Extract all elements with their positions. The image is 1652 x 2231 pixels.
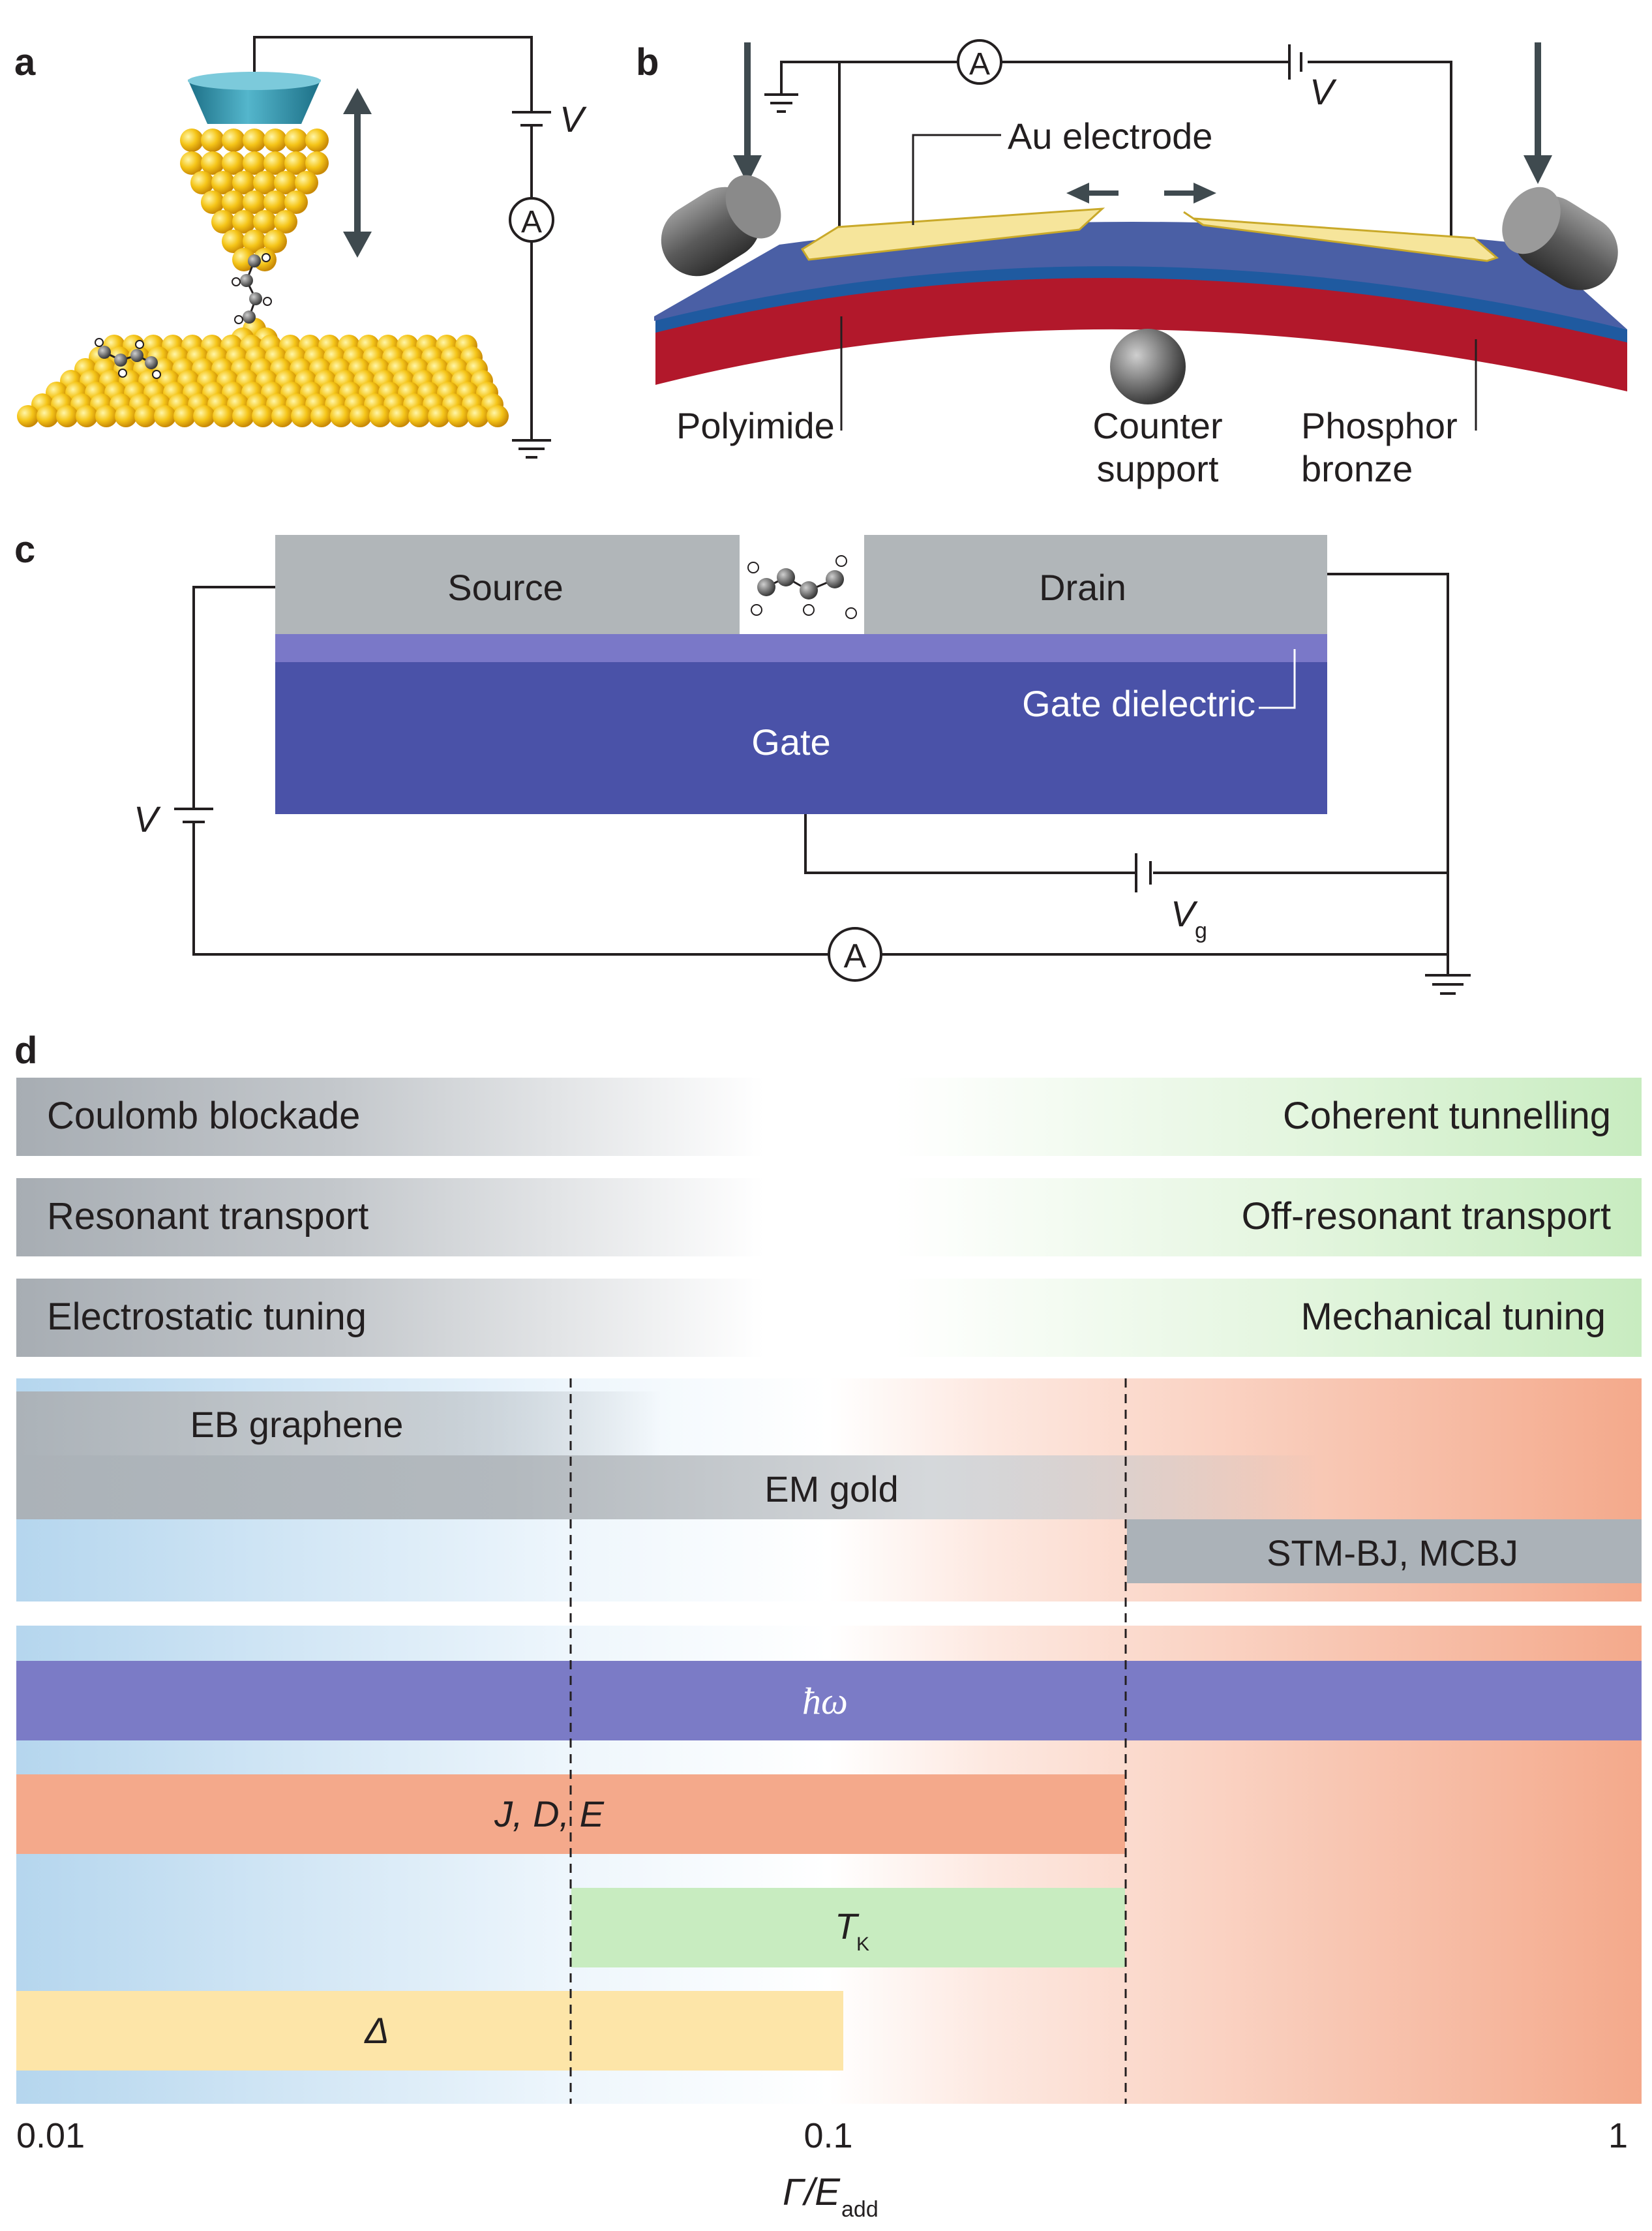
regime-row-2 xyxy=(16,1178,1642,1256)
kondo-label: T xyxy=(835,1905,860,1947)
regime-row-3 xyxy=(16,1279,1642,1357)
panel-b-battery xyxy=(1288,44,1302,80)
tick-label-1: 1 xyxy=(1608,2116,1628,2155)
panel-a-circuit-wire xyxy=(253,36,533,440)
counter-support-icon xyxy=(1110,329,1186,404)
electrostatic-tuning-label: Electrostatic tuning xyxy=(47,1296,367,1338)
em-gold-label: EM gold xyxy=(764,1468,898,1510)
panel-c-circuit-wire xyxy=(192,573,1449,974)
gold-surface-icon xyxy=(17,335,509,427)
source-electrode xyxy=(275,535,740,634)
phosphor-bronze-substrate xyxy=(655,273,1627,391)
tip-motion-arrow-icon xyxy=(343,88,372,258)
phosphor-bronze-label-line1: Phosphor xyxy=(1301,405,1458,446)
panel-letter-c: c xyxy=(14,528,35,571)
gap-arrows-icon xyxy=(1066,183,1216,204)
eb-graphene-label: EB graphene xyxy=(190,1404,404,1445)
push-arrow-left-icon xyxy=(733,42,762,184)
drain-label: Drain xyxy=(1039,567,1126,608)
panel-letter-b: b xyxy=(636,41,659,83)
panel-b-circuit-wire xyxy=(780,61,1452,248)
panel-b-ammeter: A xyxy=(957,39,1002,85)
off-resonant-transport-label: Off-resonant transport xyxy=(1242,1195,1611,1237)
stm-mcbj-label: STM-BJ, MCBJ xyxy=(1267,1532,1518,1573)
panel-letter-a: a xyxy=(14,41,36,83)
panel-c-ammeter: A xyxy=(828,927,882,982)
panel-c-ground-icon xyxy=(1425,974,1471,995)
regime-row-1 xyxy=(16,1078,1642,1156)
x-axis-label-subscript: add xyxy=(841,2197,879,2222)
tick-label-0-01: 0.01 xyxy=(16,2116,85,2155)
panel-c-battery xyxy=(174,808,213,832)
panel-a-voltage-label: V xyxy=(560,99,587,140)
roller-right-icon xyxy=(1502,187,1618,290)
panel-a-ammeter: A xyxy=(509,197,554,243)
panel-b-ground-icon xyxy=(764,93,798,113)
molecule-gap-icon xyxy=(747,555,857,619)
resonant-transport-label: Resonant transport xyxy=(47,1195,368,1237)
panel-b-voltage-label: V xyxy=(1310,71,1337,112)
panel-d: d Coulomb blockade Coherent tunnelling R… xyxy=(14,1029,1642,2222)
polyimide-label: Polyimide xyxy=(676,405,835,446)
stm-tip-holder xyxy=(188,80,321,124)
drain-electrode xyxy=(864,535,1327,634)
gate-voltage-subscript: g xyxy=(1195,918,1207,943)
panel-letter-d: d xyxy=(14,1029,37,1072)
gate-voltage-label: V xyxy=(1171,893,1198,934)
gate xyxy=(275,662,1327,814)
mechanical-tuning-label: Mechanical tuning xyxy=(1300,1296,1606,1338)
counter-support-label-line2: support xyxy=(1097,448,1219,489)
em-gold-bar xyxy=(16,1455,1321,1519)
gap-bar xyxy=(16,1991,843,2071)
anisotropy-label: J, D, E xyxy=(494,1793,605,1834)
source-label: Source xyxy=(447,567,563,608)
gate-dielectric xyxy=(275,634,1327,662)
gate-label: Gate xyxy=(751,721,830,763)
phonon-label: ħω xyxy=(802,1680,848,1722)
gate-dielectric-label: Gate dielectric xyxy=(1022,683,1255,724)
counter-support-label-line1: Counter xyxy=(1092,405,1222,446)
panel-c: c Source Drain Gate Gate dielectric V V … xyxy=(14,528,1471,995)
panel-b: b A V xyxy=(636,39,1627,489)
phosphor-bronze-label-line2: bronze xyxy=(1301,448,1413,489)
gold-tip-icon xyxy=(180,129,329,364)
gate-battery xyxy=(1135,853,1152,892)
tick-label-0-1: 0.1 xyxy=(803,2116,852,2155)
coulomb-blockade-label: Coulomb blockade xyxy=(47,1095,360,1137)
svg-text:A: A xyxy=(969,47,990,82)
au-electrode-left xyxy=(800,207,1105,261)
svg-text:A: A xyxy=(844,937,867,975)
au-electrode-right xyxy=(1183,211,1499,262)
gap-label: Δ xyxy=(363,2010,389,2051)
au-electrode-label: Au electrode xyxy=(1008,115,1212,157)
panel-a: a V A xyxy=(14,36,587,459)
panel-a-battery xyxy=(512,111,551,134)
molecule-surface-icon xyxy=(95,338,161,379)
panel-c-voltage-label: V xyxy=(134,798,161,840)
kondo-bar xyxy=(571,1888,1125,1967)
phonon-bar xyxy=(16,1661,1642,1740)
push-arrow-right-icon xyxy=(1524,42,1552,184)
panel-a-ground-icon xyxy=(512,439,551,459)
eb-graphene-bar xyxy=(16,1391,662,1455)
kondo-subscript: K xyxy=(856,1934,869,1955)
x-axis-label: Γ/E xyxy=(783,2171,841,2213)
svg-text:A: A xyxy=(521,205,542,239)
coherent-tunnelling-label: Coherent tunnelling xyxy=(1283,1095,1611,1137)
roller-left-icon xyxy=(661,175,781,277)
molecule-junction-icon xyxy=(232,253,272,324)
stm-mcbj-bar xyxy=(1127,1519,1642,1583)
